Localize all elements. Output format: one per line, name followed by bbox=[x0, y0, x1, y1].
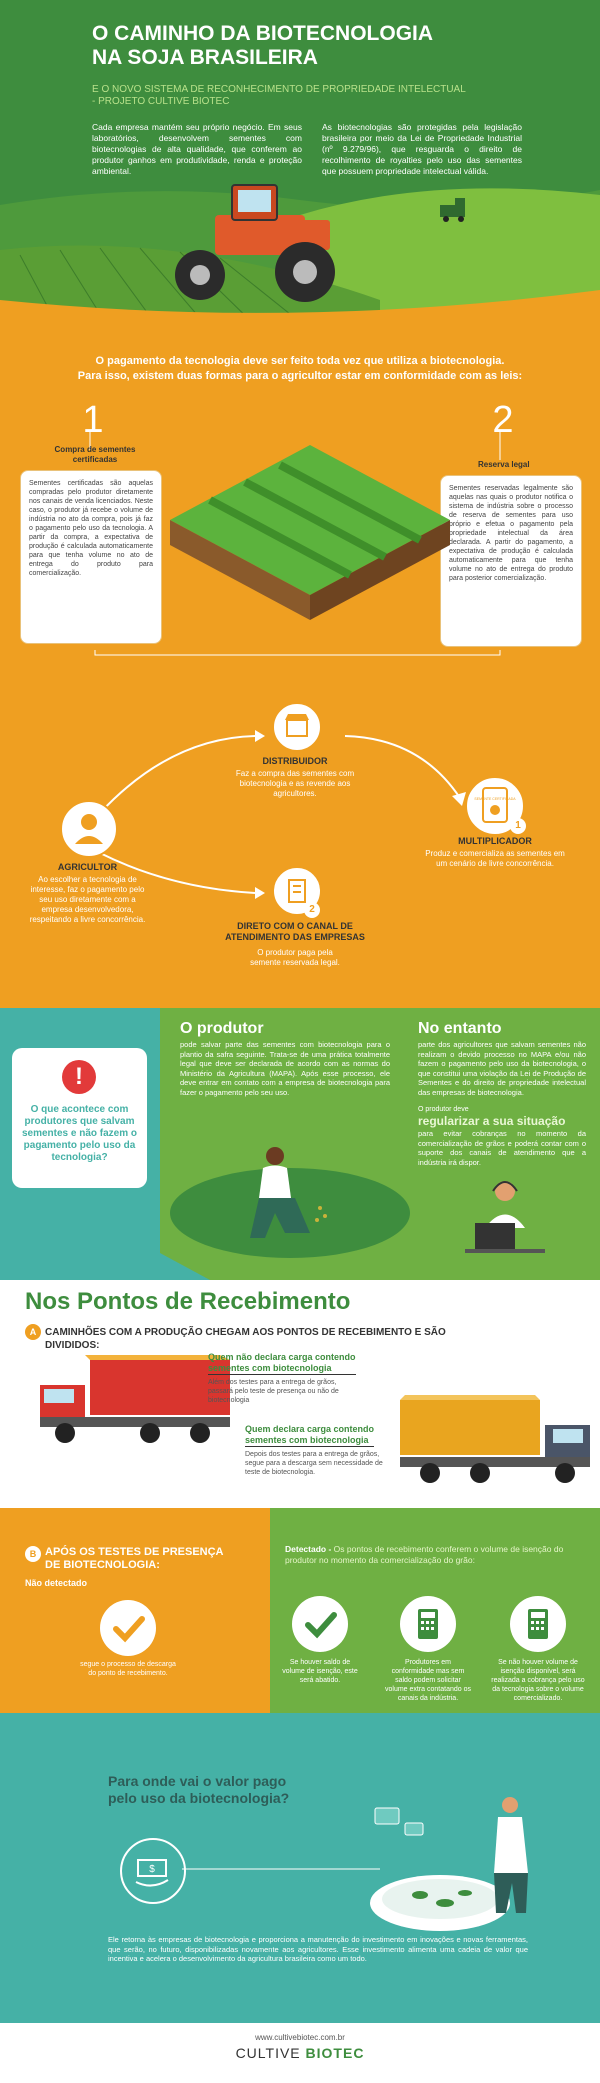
option2-title: Reserva legal bbox=[478, 460, 530, 469]
call-center-illustration bbox=[465, 1181, 545, 1253]
direto-badge: 2 bbox=[304, 902, 320, 918]
decl-line1: Quem declara carga contendo bbox=[245, 1424, 375, 1434]
gray-truck-icon bbox=[400, 1395, 590, 1483]
case1-text: Se houver saldo de volume de isenção, es… bbox=[282, 1659, 358, 1684]
footer-logo: CULTIVE BIOTEC bbox=[200, 2045, 400, 2061]
produtor-title: O produtor bbox=[180, 1020, 264, 1037]
alert-icon: ! bbox=[62, 1060, 96, 1094]
nodecl-line2: sementes com biotecnologia bbox=[208, 1363, 332, 1373]
nao-detectado-text: segue o processo de descarga do ponto de… bbox=[80, 1661, 176, 1677]
subtitle-line1: E O NOVO SISTEMA DE RECONHECIMENTO DE PR… bbox=[92, 84, 466, 95]
noentanto-text: parte dos agricultores que salvam sement… bbox=[418, 1040, 586, 1097]
farmer-woman-illustration bbox=[250, 1147, 327, 1238]
svg-text:$: $ bbox=[149, 1864, 155, 1875]
question-card: ! O que acontece com produtores que salv… bbox=[12, 1048, 147, 1188]
multiplicador-badge: 1 bbox=[510, 818, 526, 834]
decl-text: Depois dos testes para a entrega de grão… bbox=[245, 1451, 383, 1476]
harvester-icon bbox=[440, 198, 465, 222]
option2-text: Sementes reservadas legalmente são aquel… bbox=[449, 485, 573, 582]
footer-url[interactable]: www.cultivebiotec.com.br bbox=[255, 2033, 345, 2042]
a-badge: A bbox=[25, 1324, 41, 1340]
regularizar-text: para evitar cobranças no momento da come… bbox=[418, 1129, 586, 1167]
intro-left-text: Cada empresa mantém seu próprio negócio.… bbox=[92, 122, 302, 176]
header-section: O CAMINHO DA BIOTECNOLOGIA NA SOJA BRASI… bbox=[0, 0, 600, 330]
option1-text: Sementes certificadas são aquelas compra… bbox=[29, 480, 153, 577]
noentanto-title: No entanto bbox=[418, 1020, 502, 1037]
title-line2: NA SOJA BRASILEIRA bbox=[92, 46, 318, 69]
red-truck-icon bbox=[40, 1355, 230, 1443]
produtor-text: pode salvar parte das sementes com biote… bbox=[180, 1040, 390, 1097]
b-badge: B bbox=[25, 1546, 41, 1562]
agricultor-title: AGRICULTOR bbox=[57, 862, 118, 872]
b-line2: DE BIOTECNOLOGIA: bbox=[45, 1559, 160, 1571]
nodecl-line1: Quem não declara carga contendo bbox=[208, 1352, 356, 1362]
nodecl-text: Além dos testes para a entrega de grãos,… bbox=[208, 1379, 339, 1404]
value-text: Ele retorna às empresas de biotecnologia… bbox=[108, 1935, 528, 1963]
farm-landscape-illustration bbox=[0, 184, 600, 330]
multiplicador-title: MULTIPLICADOR bbox=[458, 836, 532, 846]
seed-bag-label: SEMENTE CERTIFICADA bbox=[474, 797, 516, 801]
direto-title-line2: ATENDIMENTO DAS EMPRESAS bbox=[225, 932, 365, 942]
a-line1: CAMINHÕES COM A PRODUÇÃO CHEGAM AOS PONT… bbox=[45, 1327, 446, 1338]
direto-title-line1: DIRETO COM O CANAL DE bbox=[237, 921, 353, 931]
distribuidor-title: DISTRIBUIDOR bbox=[262, 756, 328, 766]
option2-card: Sementes reservadas legalmente são aquel… bbox=[440, 475, 582, 647]
decl-line2: sementes com biotecnologia bbox=[245, 1435, 369, 1445]
detectado-text: Os pontos de recebimento conferem o volu… bbox=[285, 1544, 564, 1565]
field-illustration bbox=[170, 445, 450, 620]
lab-illustration bbox=[182, 1797, 528, 1931]
question-text: O que acontece com produtores que salvam… bbox=[21, 1104, 138, 1163]
option1-title-line2: certificadas bbox=[72, 455, 118, 464]
subtitle-line2: - PROJETO CULTIVE BIOTEC bbox=[92, 96, 230, 107]
brand-left: CULTIVE bbox=[235, 2045, 306, 2061]
multiplicador-text: Produz e comercializa as sementes em um … bbox=[425, 849, 565, 868]
title-line1: O CAMINHO DA BIOTECNOLOGIA bbox=[92, 22, 434, 45]
intro-right-text: As biotecnologias são protegidas pela le… bbox=[322, 122, 522, 176]
regularizar-title: regularizar a sua situação bbox=[418, 1114, 566, 1128]
money-icon: $ bbox=[120, 1838, 186, 1904]
check-icon bbox=[100, 1600, 156, 1656]
value-question-line1: Para onde vai o valor pago bbox=[108, 1773, 287, 1789]
brand-right: BIOTEC bbox=[305, 2045, 365, 2061]
connector-lines bbox=[89, 430, 501, 656]
payment-heading-line1: O pagamento da tecnologia deve ser feito… bbox=[95, 355, 505, 367]
calculator-icon bbox=[400, 1596, 456, 1652]
flow-section: DISTRIBUIDOR Faz a compra das sementes c… bbox=[0, 678, 600, 1008]
option1-number: 1 bbox=[82, 399, 104, 441]
value-section: Para onde vai o valor pago pelo uso da b… bbox=[0, 1713, 600, 2023]
tests-section: B APÓS OS TESTES DE PRESENÇA DE BIOTECNO… bbox=[0, 1508, 600, 1713]
a-line2: DIVIDIDOS: bbox=[45, 1340, 100, 1351]
regularizar-pre: O produtor deve bbox=[418, 1106, 469, 1113]
option2-number: 2 bbox=[492, 399, 514, 441]
receiving-section: Nos Pontos de Recebimento A CAMINHÕES CO… bbox=[0, 1280, 600, 1508]
b-line1: APÓS OS TESTES DE PRESENÇA bbox=[45, 1546, 224, 1558]
nao-detectado-label: Não detectado bbox=[25, 1578, 88, 1588]
flow-arrows bbox=[99, 730, 466, 899]
payment-heading-line2: Para isso, existem duas formas para o ag… bbox=[77, 370, 523, 382]
detectado-title: Detectado - bbox=[285, 1544, 332, 1554]
distribuidor-icon bbox=[272, 702, 322, 752]
agricultor-text: Ao escolher a tecnologia de interesse, f… bbox=[29, 875, 146, 924]
distribuidor-text: Faz a compra das sementes com biotecnolo… bbox=[235, 769, 355, 798]
case2-text: Produtores em conformidade mas sem saldo… bbox=[385, 1659, 471, 1702]
value-question-line2: pelo uso da biotecnologia? bbox=[108, 1790, 290, 1806]
option1-title-line1: Compra de sementes bbox=[54, 445, 136, 454]
question-section: ! O que acontece com produtores que salv… bbox=[0, 1008, 600, 1280]
calculator-icon bbox=[510, 1596, 566, 1652]
case3-text: Se não houver volume de isenção disponív… bbox=[491, 1659, 585, 1702]
receiving-title: Nos Pontos de Recebimento bbox=[25, 1288, 351, 1315]
tractor-icon bbox=[175, 184, 335, 302]
agricultor-icon bbox=[60, 800, 118, 858]
payment-section: O pagamento da tecnologia deve ser feito… bbox=[0, 330, 600, 678]
footer: www.cultivebiotec.com.br CULTIVE BIOTEC bbox=[0, 2023, 600, 2083]
direto-text: O produtor paga pela semente reservada l… bbox=[250, 948, 340, 967]
check-icon bbox=[292, 1596, 348, 1652]
option1-card: Sementes certificadas são aquelas compra… bbox=[20, 470, 162, 644]
